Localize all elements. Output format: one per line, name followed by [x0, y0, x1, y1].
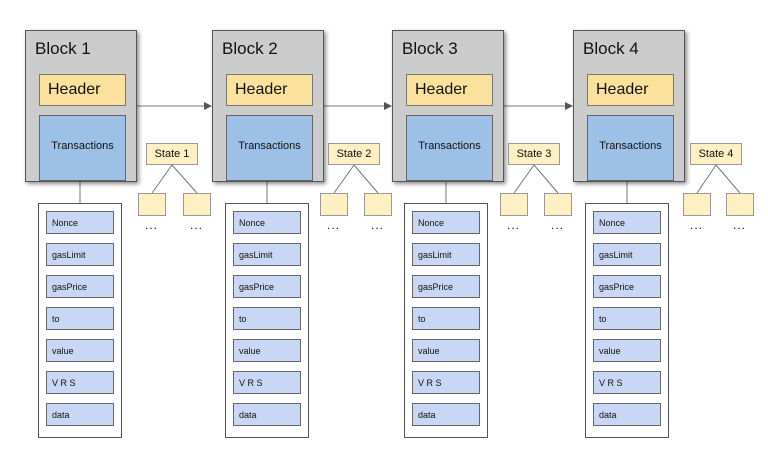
block-title: Block 4	[583, 39, 639, 58]
transactions-box: Transactions	[226, 115, 313, 181]
ellipsis: ...	[190, 218, 204, 232]
header-box: Header	[406, 74, 493, 106]
state-branch-line	[333, 164, 355, 194]
state-label-4: State 4	[690, 143, 742, 165]
transaction-field: value	[593, 339, 661, 362]
header-box: Header	[39, 74, 126, 106]
transaction-field: V R S	[46, 371, 114, 394]
state-leaf	[500, 193, 528, 216]
state-branch-line	[513, 164, 535, 194]
state-leaf	[726, 193, 754, 216]
state-leaf	[138, 193, 166, 216]
transaction-field: gasLimit	[412, 243, 480, 266]
state-label-1: State 1	[146, 143, 198, 165]
transaction-fields-panel: Nonce gasLimit gasPrice to value V R S data	[585, 203, 669, 438]
transaction-field: data	[412, 403, 480, 426]
state-branch-line	[696, 164, 717, 194]
transaction-field: value	[233, 339, 301, 362]
transaction-field: gasPrice	[412, 275, 480, 298]
block-title: Block 3	[402, 39, 458, 58]
state-branch-line	[171, 164, 198, 194]
state-branch-line	[151, 164, 173, 194]
block-title: Block 2	[222, 39, 278, 58]
state-branch-line	[353, 164, 379, 194]
state-leaf	[683, 193, 711, 216]
transaction-field: gasPrice	[593, 275, 661, 298]
transaction-field: gasPrice	[46, 275, 114, 298]
header-box: Header	[226, 74, 313, 106]
transaction-fields-panel: Nonce gasLimit gasPrice to value V R S data	[225, 203, 309, 438]
state-branch-line	[715, 164, 741, 194]
state-leaf	[544, 193, 572, 216]
transaction-field: to	[412, 307, 480, 330]
ellipsis: ...	[733, 218, 747, 232]
transaction-field: V R S	[233, 371, 301, 394]
transaction-field: to	[233, 307, 301, 330]
transaction-field: gasLimit	[46, 243, 114, 266]
transaction-field: to	[593, 307, 661, 330]
block-title: Block 1	[35, 39, 91, 58]
state-leaf	[183, 193, 211, 216]
ellipsis: ...	[551, 218, 565, 232]
transaction-field: gasLimit	[233, 243, 301, 266]
transaction-field: value	[46, 339, 114, 362]
ellipsis: ...	[371, 218, 385, 232]
header-box: Header	[587, 74, 674, 106]
state-label-3: State 3	[508, 143, 560, 165]
ellipsis: ...	[690, 218, 704, 232]
transaction-field: Nonce	[46, 211, 114, 234]
transactions-box: Transactions	[406, 115, 493, 181]
transaction-field: gasPrice	[233, 275, 301, 298]
transaction-field: gasLimit	[593, 243, 661, 266]
state-branch-line	[533, 164, 559, 194]
transaction-field: data	[46, 403, 114, 426]
transaction-fields-panel: Nonce gasLimit gasPrice to value V R S data	[404, 203, 488, 438]
state-leaf	[364, 193, 392, 216]
transaction-field: to	[46, 307, 114, 330]
transaction-field: Nonce	[412, 211, 480, 234]
transactions-box: Transactions	[39, 115, 126, 181]
transaction-field: data	[233, 403, 301, 426]
ellipsis: ...	[327, 218, 341, 232]
transaction-field: V R S	[593, 371, 661, 394]
transaction-field: V R S	[412, 371, 480, 394]
transaction-field: data	[593, 403, 661, 426]
state-leaf	[320, 193, 348, 216]
transaction-field: value	[412, 339, 480, 362]
transaction-field: Nonce	[593, 211, 661, 234]
ellipsis: ...	[145, 218, 159, 232]
ellipsis: ...	[507, 218, 521, 232]
state-label-2: State 2	[328, 143, 380, 165]
transaction-fields-panel: Nonce gasLimit gasPrice to value V R S data	[38, 203, 122, 438]
transactions-box: Transactions	[587, 115, 674, 181]
transaction-field: Nonce	[233, 211, 301, 234]
